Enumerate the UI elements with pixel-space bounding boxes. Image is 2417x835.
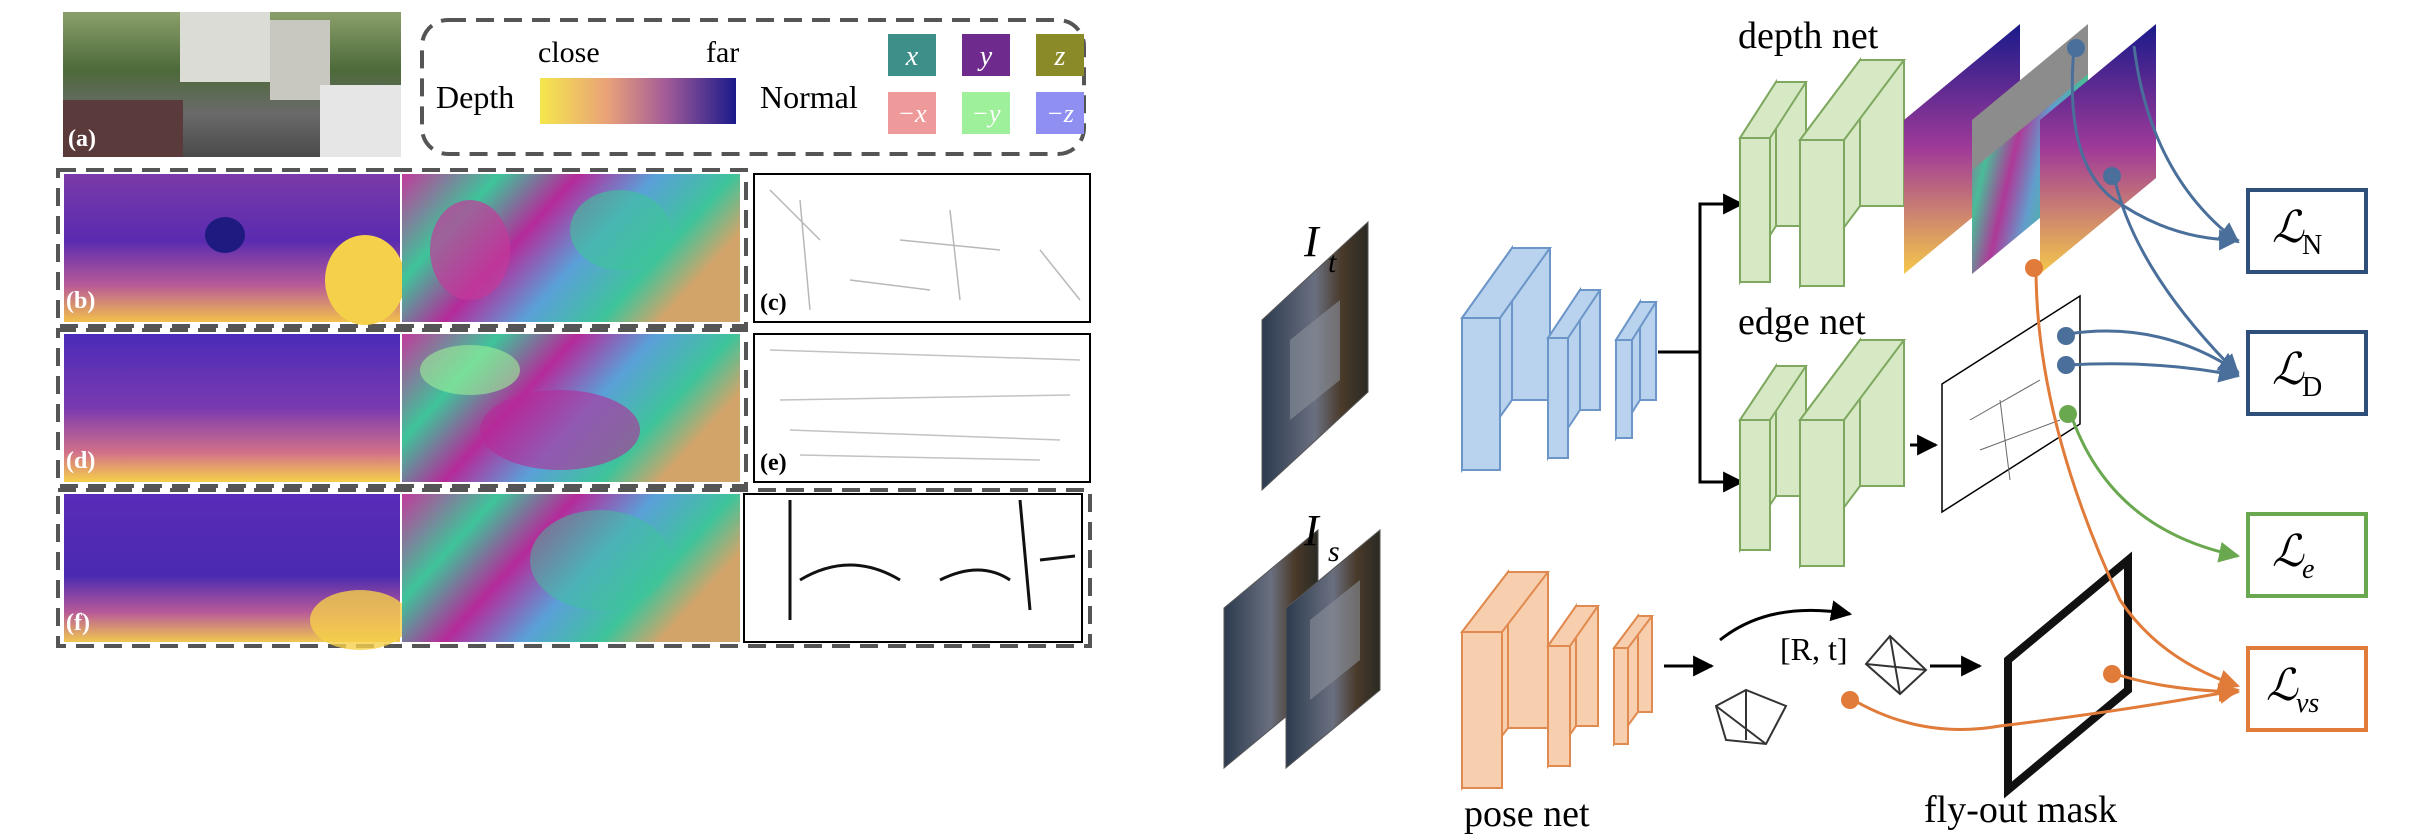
edge-net-blocks [1738, 337, 1906, 569]
network-diagram: I t I s depth net [1223, 15, 2368, 835]
swatch-x-text: x [905, 41, 919, 72]
swatch-neg-y-text: −y [971, 99, 1001, 128]
swatch-neg-z [1036, 92, 1084, 134]
swatch-neg-x-text: −x [897, 99, 927, 128]
loss-box-e: ℒ e [2246, 512, 2368, 598]
input-s-label: I [1303, 506, 1321, 555]
legend-box: close far Depth Normal x y z −x −y −z [420, 18, 1086, 156]
panel-a: (a) [63, 12, 401, 157]
panel-label-a: (a) [68, 126, 96, 152]
legend-depth-label: Depth [436, 79, 514, 115]
depth-net-label: depth net [1738, 15, 1879, 57]
swatch-neg-z-text: −z [1046, 99, 1074, 128]
row-bc: (b) (c) [56, 168, 1091, 328]
panel-label-f: (f) [66, 610, 90, 636]
loss-e-subscript: e [2302, 554, 2314, 585]
pose-net-blocks [1459, 569, 1654, 791]
loss-e-symbol: ℒ [2272, 527, 2305, 576]
panel-label-b: (b) [66, 288, 95, 314]
pose-net-label: pose net [1464, 793, 1590, 835]
connector-dots [1841, 39, 2121, 709]
legend-normal-label: Normal [760, 79, 858, 115]
swatch-z-text: z [1054, 41, 1066, 72]
depth-outputs [1904, 24, 2156, 274]
row-de: (d) (e) [56, 328, 1091, 488]
loss-D-subscript: D [2302, 372, 2322, 403]
loss-D-symbol: ℒ [2272, 345, 2305, 394]
depth-net-blocks [1738, 57, 1906, 289]
loss-vs-subscript: vs [2296, 688, 2319, 719]
flyout-mask-label: fly-out mask [1924, 789, 2117, 831]
loss-box-D: ℒ D [2246, 330, 2368, 416]
depth-map-d [64, 334, 400, 482]
loss-box-vs: ℒ vs [2246, 646, 2368, 732]
input-image-it [1261, 220, 1369, 492]
loss-box-N: ℒ N [2246, 188, 2368, 274]
camera-icon-source [1714, 688, 1788, 746]
legend-close-label: close [538, 36, 600, 69]
pose-output-label: [R, t] [1780, 631, 1848, 667]
swatch-y [962, 34, 1010, 76]
encoder-blocks [1460, 244, 1658, 474]
input-t-subscript: t [1328, 246, 1337, 279]
loss-vs-symbol: ℒ [2266, 661, 2299, 710]
input-t-label: I [1303, 217, 1321, 266]
edge-net-label: edge net [1738, 301, 1866, 343]
loss-connectors [1849, 45, 2241, 731]
loss-N-subscript: N [2302, 230, 2322, 261]
edge-output [1941, 294, 2081, 514]
row-f: (f) [56, 488, 1092, 650]
loss-N-symbol: ℒ [2272, 203, 2305, 252]
input-s-subscript: s [1328, 535, 1340, 568]
normal-swatches: x y z −x −y −z [888, 34, 1084, 134]
input-image-is [1223, 528, 1381, 770]
camera-icon-target [1864, 634, 1928, 696]
panel-label-c: (c) [760, 290, 787, 316]
swatch-y-text: y [977, 41, 993, 72]
swatch-neg-y [962, 92, 1010, 134]
panel-label-d: (d) [66, 448, 95, 474]
panel-label-e: (e) [760, 450, 787, 476]
edge-map-c [753, 173, 1091, 323]
edge-map-f [743, 493, 1083, 643]
swatch-x [888, 34, 936, 76]
swatch-z [1036, 34, 1084, 76]
depth-colorbar [540, 78, 736, 124]
swatch-neg-x [888, 92, 936, 134]
legend-far-label: far [706, 36, 739, 69]
flyout-mask-image [2004, 551, 2132, 799]
